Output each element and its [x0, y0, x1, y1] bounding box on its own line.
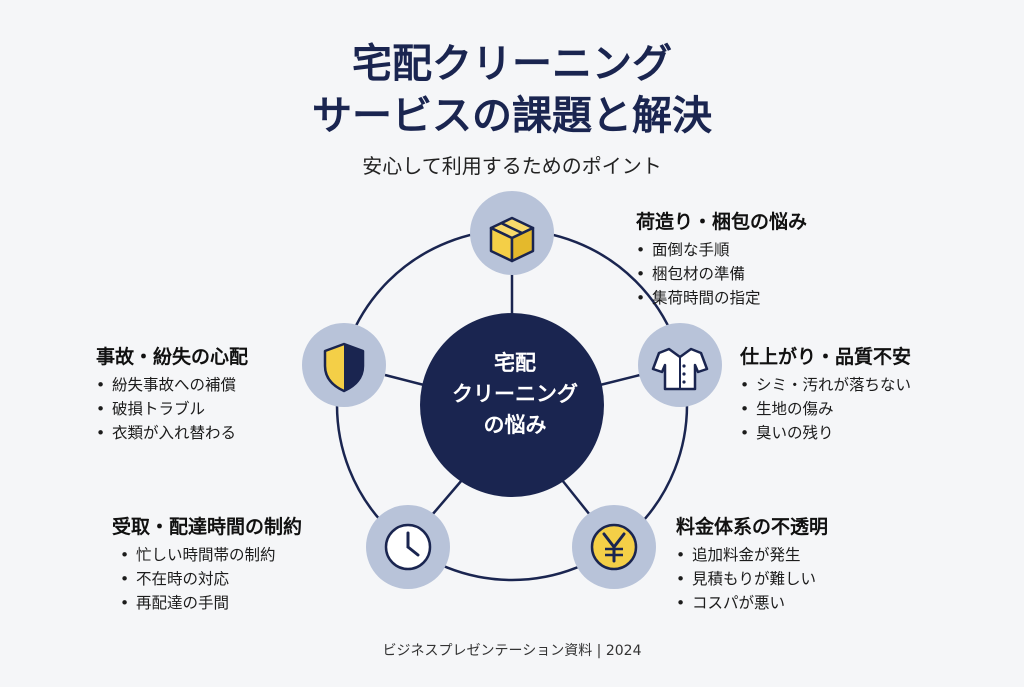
list-item: •梱包材の準備 [636, 265, 746, 283]
list-item: •忙しい時間帯の制約 [120, 546, 276, 564]
center-label-line-3: の悩み [483, 413, 547, 437]
list-item: •集荷時間の指定 [636, 289, 761, 307]
center-label-line-2: クリーニング [452, 382, 578, 406]
topic-items: •面倒な手順 •梱包材の準備 •集荷時間の指定 [636, 238, 807, 310]
list-item: •見積もりが難しい [676, 570, 817, 588]
topic-quality: 仕上がり・品質不安 •シミ・汚れが落ちない •生地の傷み •臭いの残り [740, 342, 911, 445]
topic-title: 仕上がり・品質不安 [740, 346, 912, 368]
topic-items: •追加料金が発生 •見積もりが難しい •コスパが悪い [676, 543, 828, 615]
node-pricing [572, 505, 656, 589]
list-item: •衣類が入れ替わる [96, 424, 237, 442]
list-item: •面倒な手順 [636, 241, 730, 259]
shirt-icon [651, 347, 709, 391]
topic-accident: 事故・紛失の心配 •紛失事故への補償 •破損トラブル •衣類が入れ替わる [96, 342, 248, 445]
list-item: •再配達の手間 [120, 594, 230, 612]
shield-icon [323, 342, 365, 393]
list-item: •シミ・汚れが落ちない [740, 376, 912, 394]
center-label-line-1: 宅配 [494, 351, 536, 375]
node-delivery-time [366, 505, 450, 589]
topic-title: 事故・紛失の心配 [96, 346, 249, 368]
list-item: •不在時の対応 [120, 570, 230, 588]
topic-delivery-time: 受取・配達時間の制約 •忙しい時間帯の制約 •不在時の対応 •再配達の手間 [112, 512, 302, 615]
center-circle [420, 313, 604, 497]
topic-title: 受取・配達時間の制約 [112, 516, 303, 538]
topic-items: •忙しい時間帯の制約 •不在時の対応 •再配達の手間 [112, 543, 302, 615]
topic-title: 荷造り・梱包の悩み [636, 211, 808, 233]
list-item: •破損トラブル [96, 400, 206, 418]
node-packing [470, 191, 554, 275]
list-item: •紛失事故への補償 [96, 376, 237, 394]
subtitle: 安心して利用するためのポイント [362, 154, 662, 178]
package-box-icon [489, 216, 535, 263]
list-item: •コスパが悪い [676, 594, 786, 612]
topic-items: •紛失事故への補償 •破損トラブル •衣類が入れ替わる [96, 373, 248, 445]
clock-icon [384, 523, 432, 571]
topic-items: •シミ・汚れが落ちない •生地の傷み •臭いの残り [740, 373, 911, 445]
list-item: •生地の傷み [740, 400, 834, 418]
list-item: •追加料金が発生 [676, 546, 801, 564]
page-title-line-2: サービスの課題と解決 [312, 93, 712, 139]
node-quality [638, 323, 722, 407]
spokes [384, 272, 641, 516]
yen-coin-icon [590, 523, 638, 571]
page-title-line-1: 宅配クリーニング [352, 41, 672, 87]
node-accident [302, 323, 386, 407]
topic-packing: 荷造り・梱包の悩み •面倒な手順 •梱包材の準備 •集荷時間の指定 [636, 207, 807, 310]
topic-title: 料金体系の不透明 [676, 516, 829, 538]
footer-caption: ビジネスプレゼンテーション資料 | 2024 [382, 643, 642, 659]
center-label: 宅配 クリーニング の悩み [420, 348, 610, 441]
topic-pricing: 料金体系の不透明 •追加料金が発生 •見積もりが難しい •コスパが悪い [676, 512, 828, 615]
list-item: •臭いの残り [740, 424, 834, 442]
